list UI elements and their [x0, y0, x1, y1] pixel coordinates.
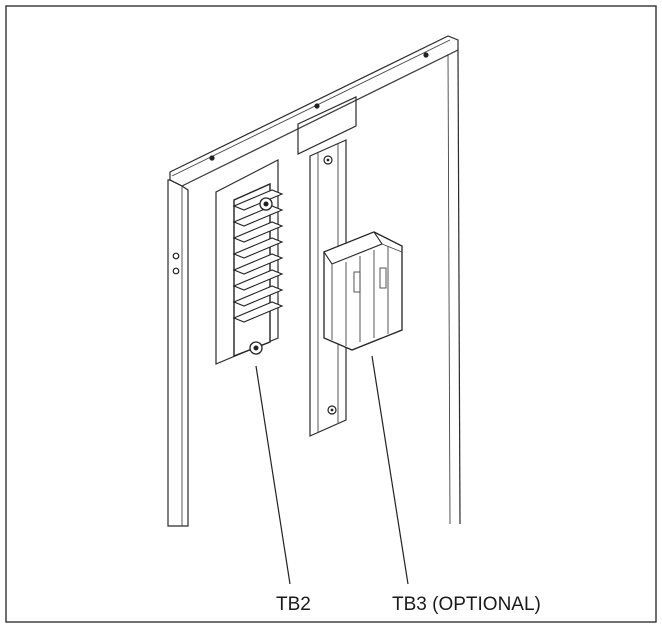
screw-hole [209, 155, 215, 161]
tb2-leader-line [255, 365, 291, 585]
tb3-label: TB3 (OPTIONAL) [392, 594, 541, 615]
tb3-leader-line [371, 355, 409, 585]
din-rail [309, 139, 347, 437]
mounting-bracket [297, 96, 357, 155]
tb3-terminal-block [323, 231, 403, 351]
screw-hole [314, 103, 320, 109]
outer-border [5, 5, 657, 623]
tb2-terminal-block [215, 159, 284, 365]
tb2-label: TB2 [276, 594, 311, 615]
screw-hole [423, 52, 429, 58]
enclosure-panel [167, 35, 461, 527]
